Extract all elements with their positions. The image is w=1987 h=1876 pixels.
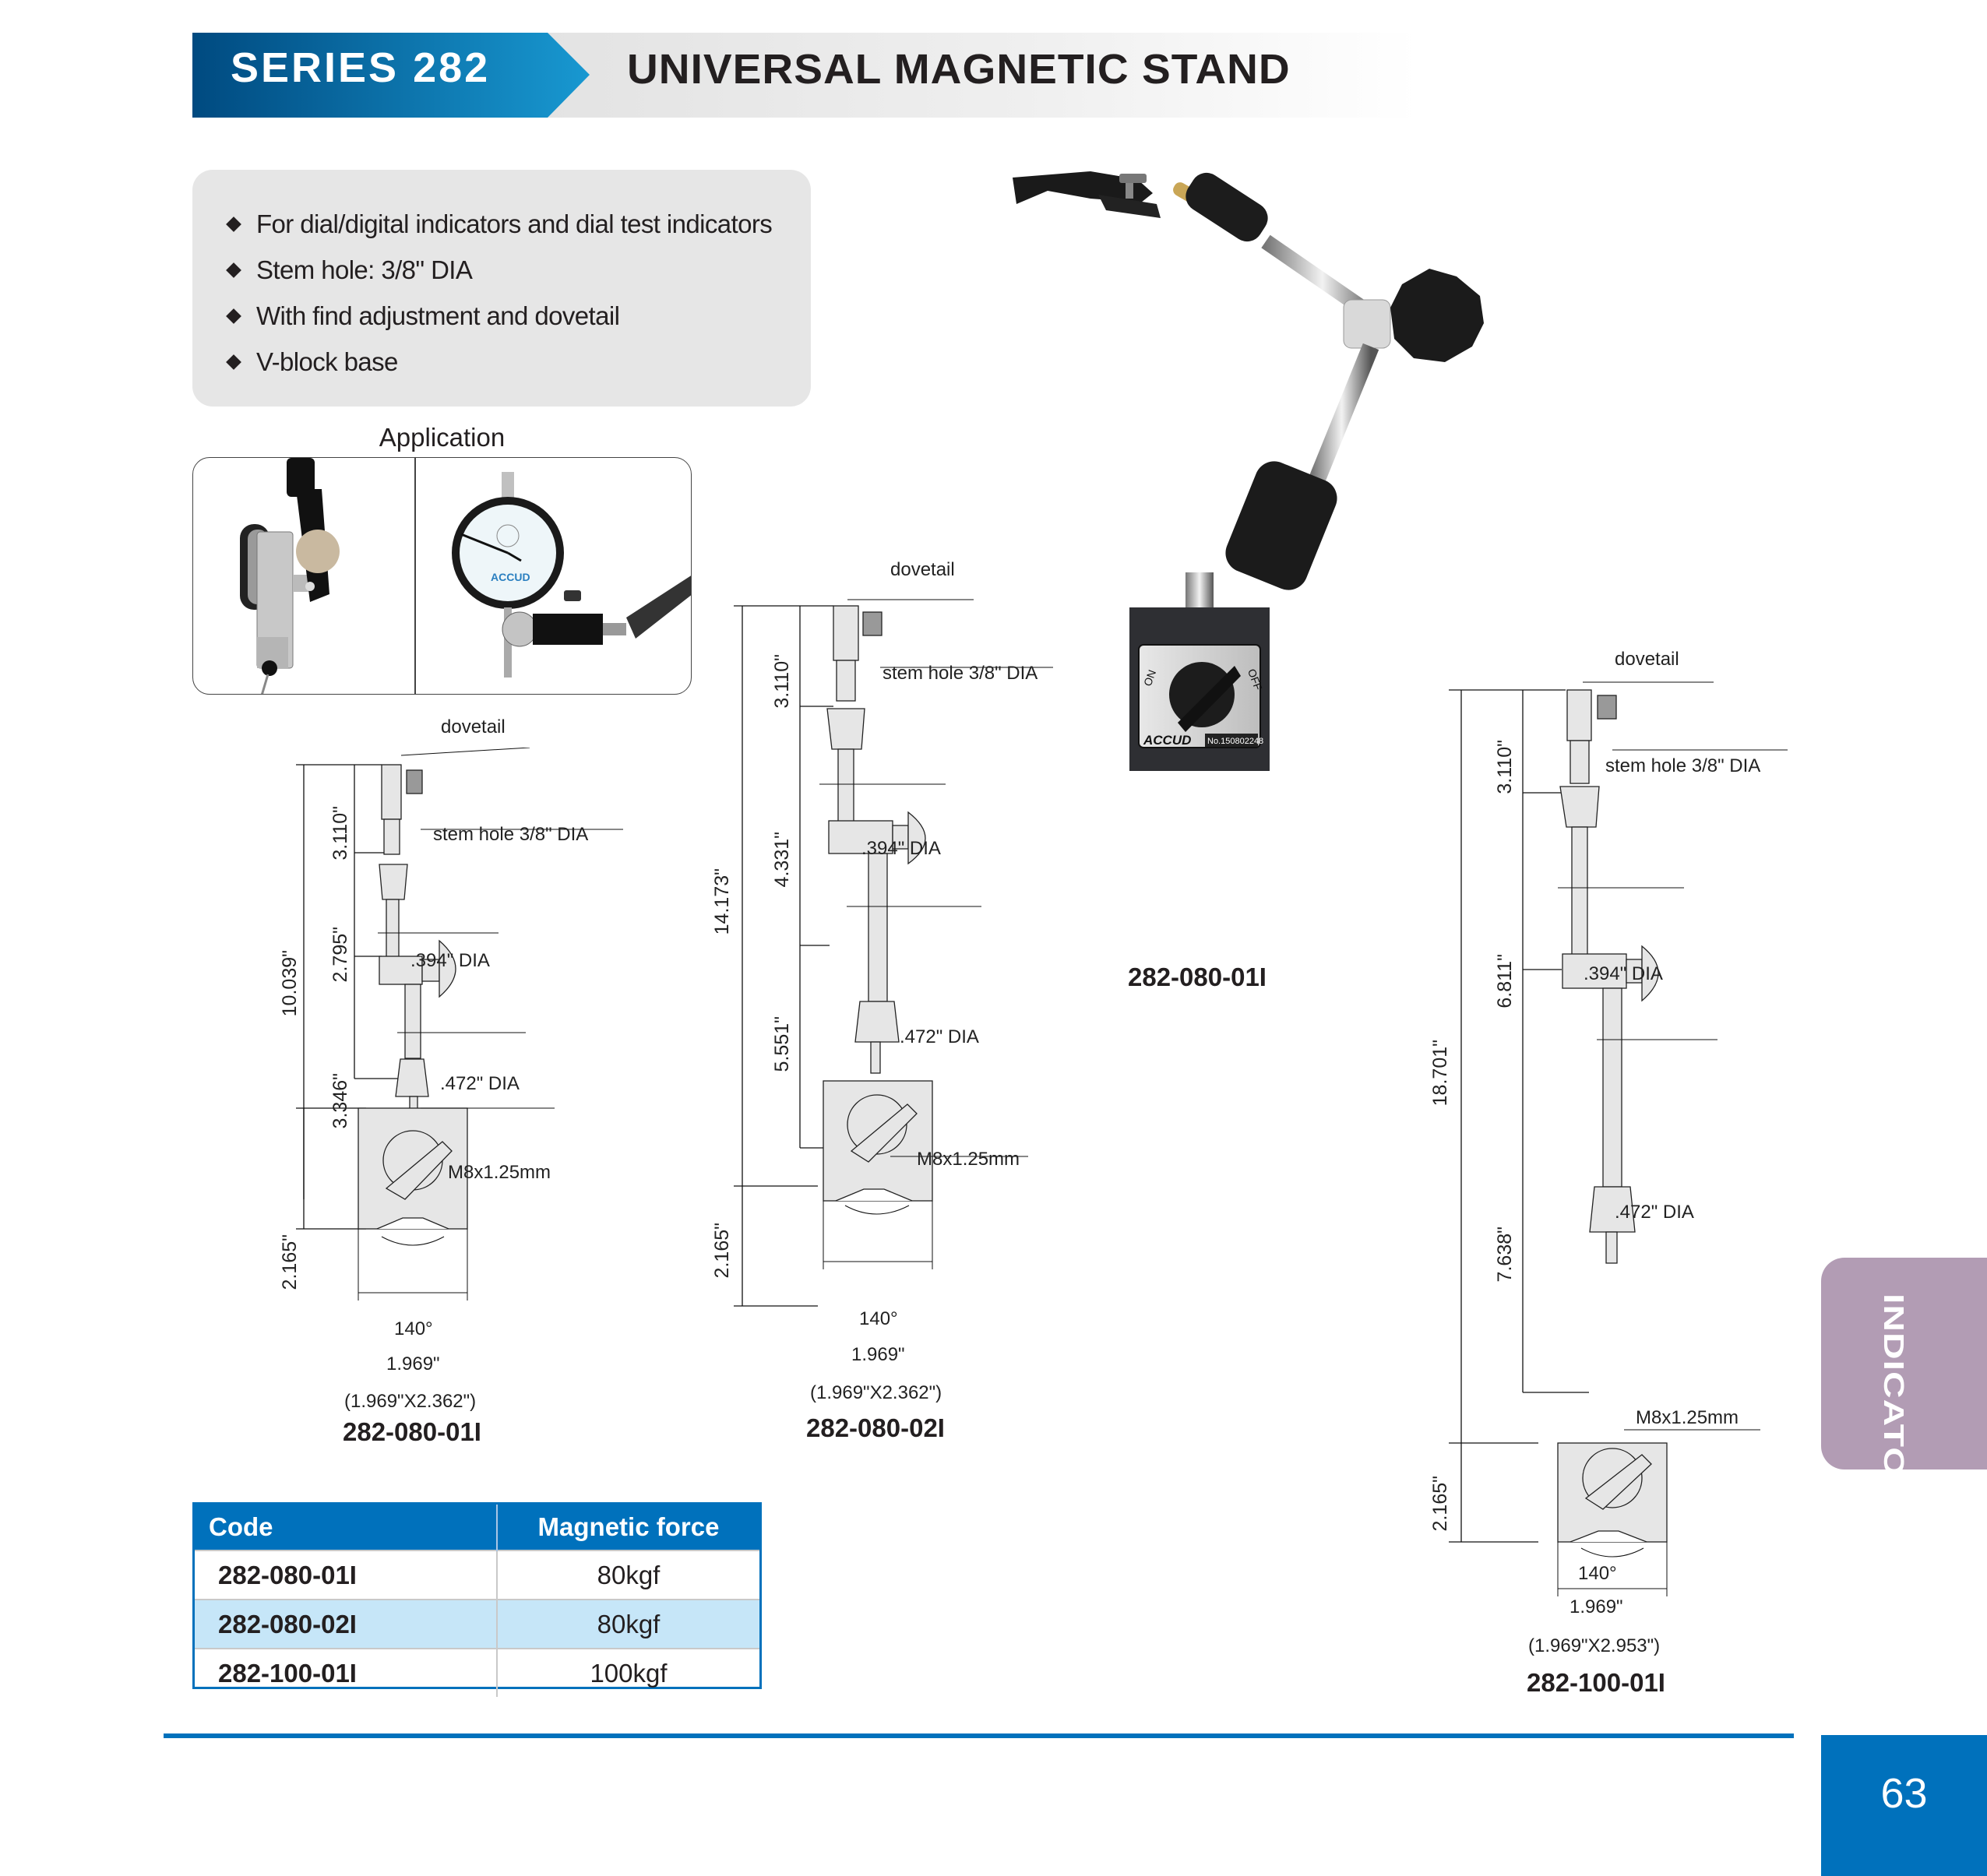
feature-item: Stem hole: 3/8" DIA [224,247,811,293]
callout-upper-rod: .394" DIA [410,950,490,971]
page-title: UNIVERSAL MAGNETIC STAND [627,46,1291,93]
dim-base-width: 1.969" [386,1353,440,1374]
dim-base-height: 2.165" [711,1223,733,1279]
model-code: 282-100-01I [1527,1668,1665,1697]
dim-segment-1: 3.110" [1494,740,1516,794]
application-images: ACCUD [192,457,692,695]
dim-base-width: 1.969" [851,1344,905,1365]
dim-segment-1: 3.110" [329,806,351,861]
dim-base-height: 2.165" [279,1234,301,1290]
dim-total-height: 14.173" [711,868,733,935]
dial-indicator-image: ACCUD [452,472,691,678]
callout-lower-rod: .472" DIA [1615,1202,1694,1223]
svg-text:ON: ON [1141,668,1158,688]
dim-segment-2: 2.795" [329,927,351,983]
bullet-diamond-icon [226,216,241,232]
footer-rule [164,1733,1794,1738]
dim-total-height: 18.701" [1429,1040,1451,1107]
callout-thread: M8x1.25mm [1636,1407,1739,1428]
column-header-code: Code [195,1505,498,1550]
features-box: For dial/digital indicators and dial tes… [192,170,811,407]
cell-code: 282-100-01I [195,1648,498,1697]
bullet-diamond-icon [226,354,241,370]
bullet-diamond-icon [226,262,241,278]
dim-segment-3: 5.551" [771,1016,793,1072]
header-title-band [545,33,1418,118]
callout-lower-rod: .472" DIA [440,1073,520,1094]
callout-upper-rod: .394" DIA [861,838,941,859]
drawing-282-100-01 [1449,681,1788,1596]
cell-magnetic-force: 80kgf [497,1599,759,1649]
column-header-magnetic-force: Magnetic force [497,1505,759,1550]
cell-code: 282-080-02I [195,1599,498,1649]
callout-thread: M8x1.25mm [448,1162,551,1183]
application-label: Application [379,423,506,452]
dim-segment-1: 3.110" [771,654,793,709]
callout-dovetail: dovetail [1615,649,1679,670]
callout-dovetail: dovetail [441,716,506,737]
application-divider [414,458,416,694]
page-number-box: 63 [1821,1735,1987,1876]
drawing-282-080-02 [734,599,1053,1307]
cell-magnetic-force: 80kgf [497,1550,759,1600]
svg-text:No.150802248: No.150802248 [1207,737,1263,746]
section-tab-label: INDICATOR [1877,1293,1909,1505]
dim-angle: 140° [394,1318,433,1339]
section-tab-indicator[interactable]: INDICATOR [1821,1258,1987,1505]
page-number: 63 [1880,1770,1928,1817]
callout-upper-rod: .394" DIA [1584,963,1663,984]
base-size: (1.969"X2.953") [1528,1635,1661,1656]
table-row: 282-080-02I 80kgf [195,1599,759,1649]
cell-code: 282-080-01I [195,1550,498,1600]
callout-stem-hole: stem hole 3/8" DIA [433,824,589,845]
callout-stem-hole: stem hole 3/8" DIA [883,663,1038,684]
svg-text:ACCUD: ACCUD [1143,733,1191,748]
model-code: 282-080-01I [343,1417,481,1446]
dim-total-height: 10.039" [279,950,301,1017]
dim-segment-2: 4.331" [771,832,793,888]
table-header-row: Code Magnetic force [195,1505,759,1550]
dim-segment-3: 3.346" [329,1073,351,1129]
base-size: (1.969"X2.362") [810,1382,942,1403]
callout-lower-rod: .472" DIA [900,1026,979,1047]
dial-test-indicator-image [240,458,340,694]
dim-angle: 140° [1578,1563,1617,1584]
svg-text:ACCUD: ACCUD [491,571,530,583]
dim-segment-2: 6.811" [1494,954,1516,1008]
photo-model-code: 282-080-01I [1128,963,1267,991]
feature-item: V-block base [224,339,811,385]
table-row: 282-080-01I 80kgf [195,1550,759,1600]
dim-base-height: 2.165" [1429,1476,1451,1532]
dim-angle: 140° [859,1308,898,1329]
dim-base-width: 1.969" [1570,1596,1623,1617]
spec-table: Code Magnetic force 282-080-01I 80kgf 28… [192,1502,762,1697]
base-size: (1.969"X2.362") [344,1391,477,1412]
callout-thread: M8x1.25mm [917,1149,1020,1170]
drawing-282-080-01 [296,748,623,1301]
bullet-diamond-icon [226,308,241,324]
series-label: SERIES 282 [231,44,491,91]
callout-dovetail: dovetail [890,559,955,580]
callout-stem-hole: stem hole 3/8" DIA [1605,755,1761,776]
feature-item: With find adjustment and dovetail [224,293,811,339]
magnetic-stand-photo: ON OFF ACCUD No.150802248 [1013,171,1484,771]
table-row: 282-100-01I 100kgf [195,1648,759,1697]
feature-item: For dial/digital indicators and dial tes… [224,201,811,247]
model-code: 282-080-02I [806,1413,945,1442]
dim-segment-3: 7.638" [1494,1227,1516,1283]
cell-magnetic-force: 100kgf [497,1648,759,1697]
